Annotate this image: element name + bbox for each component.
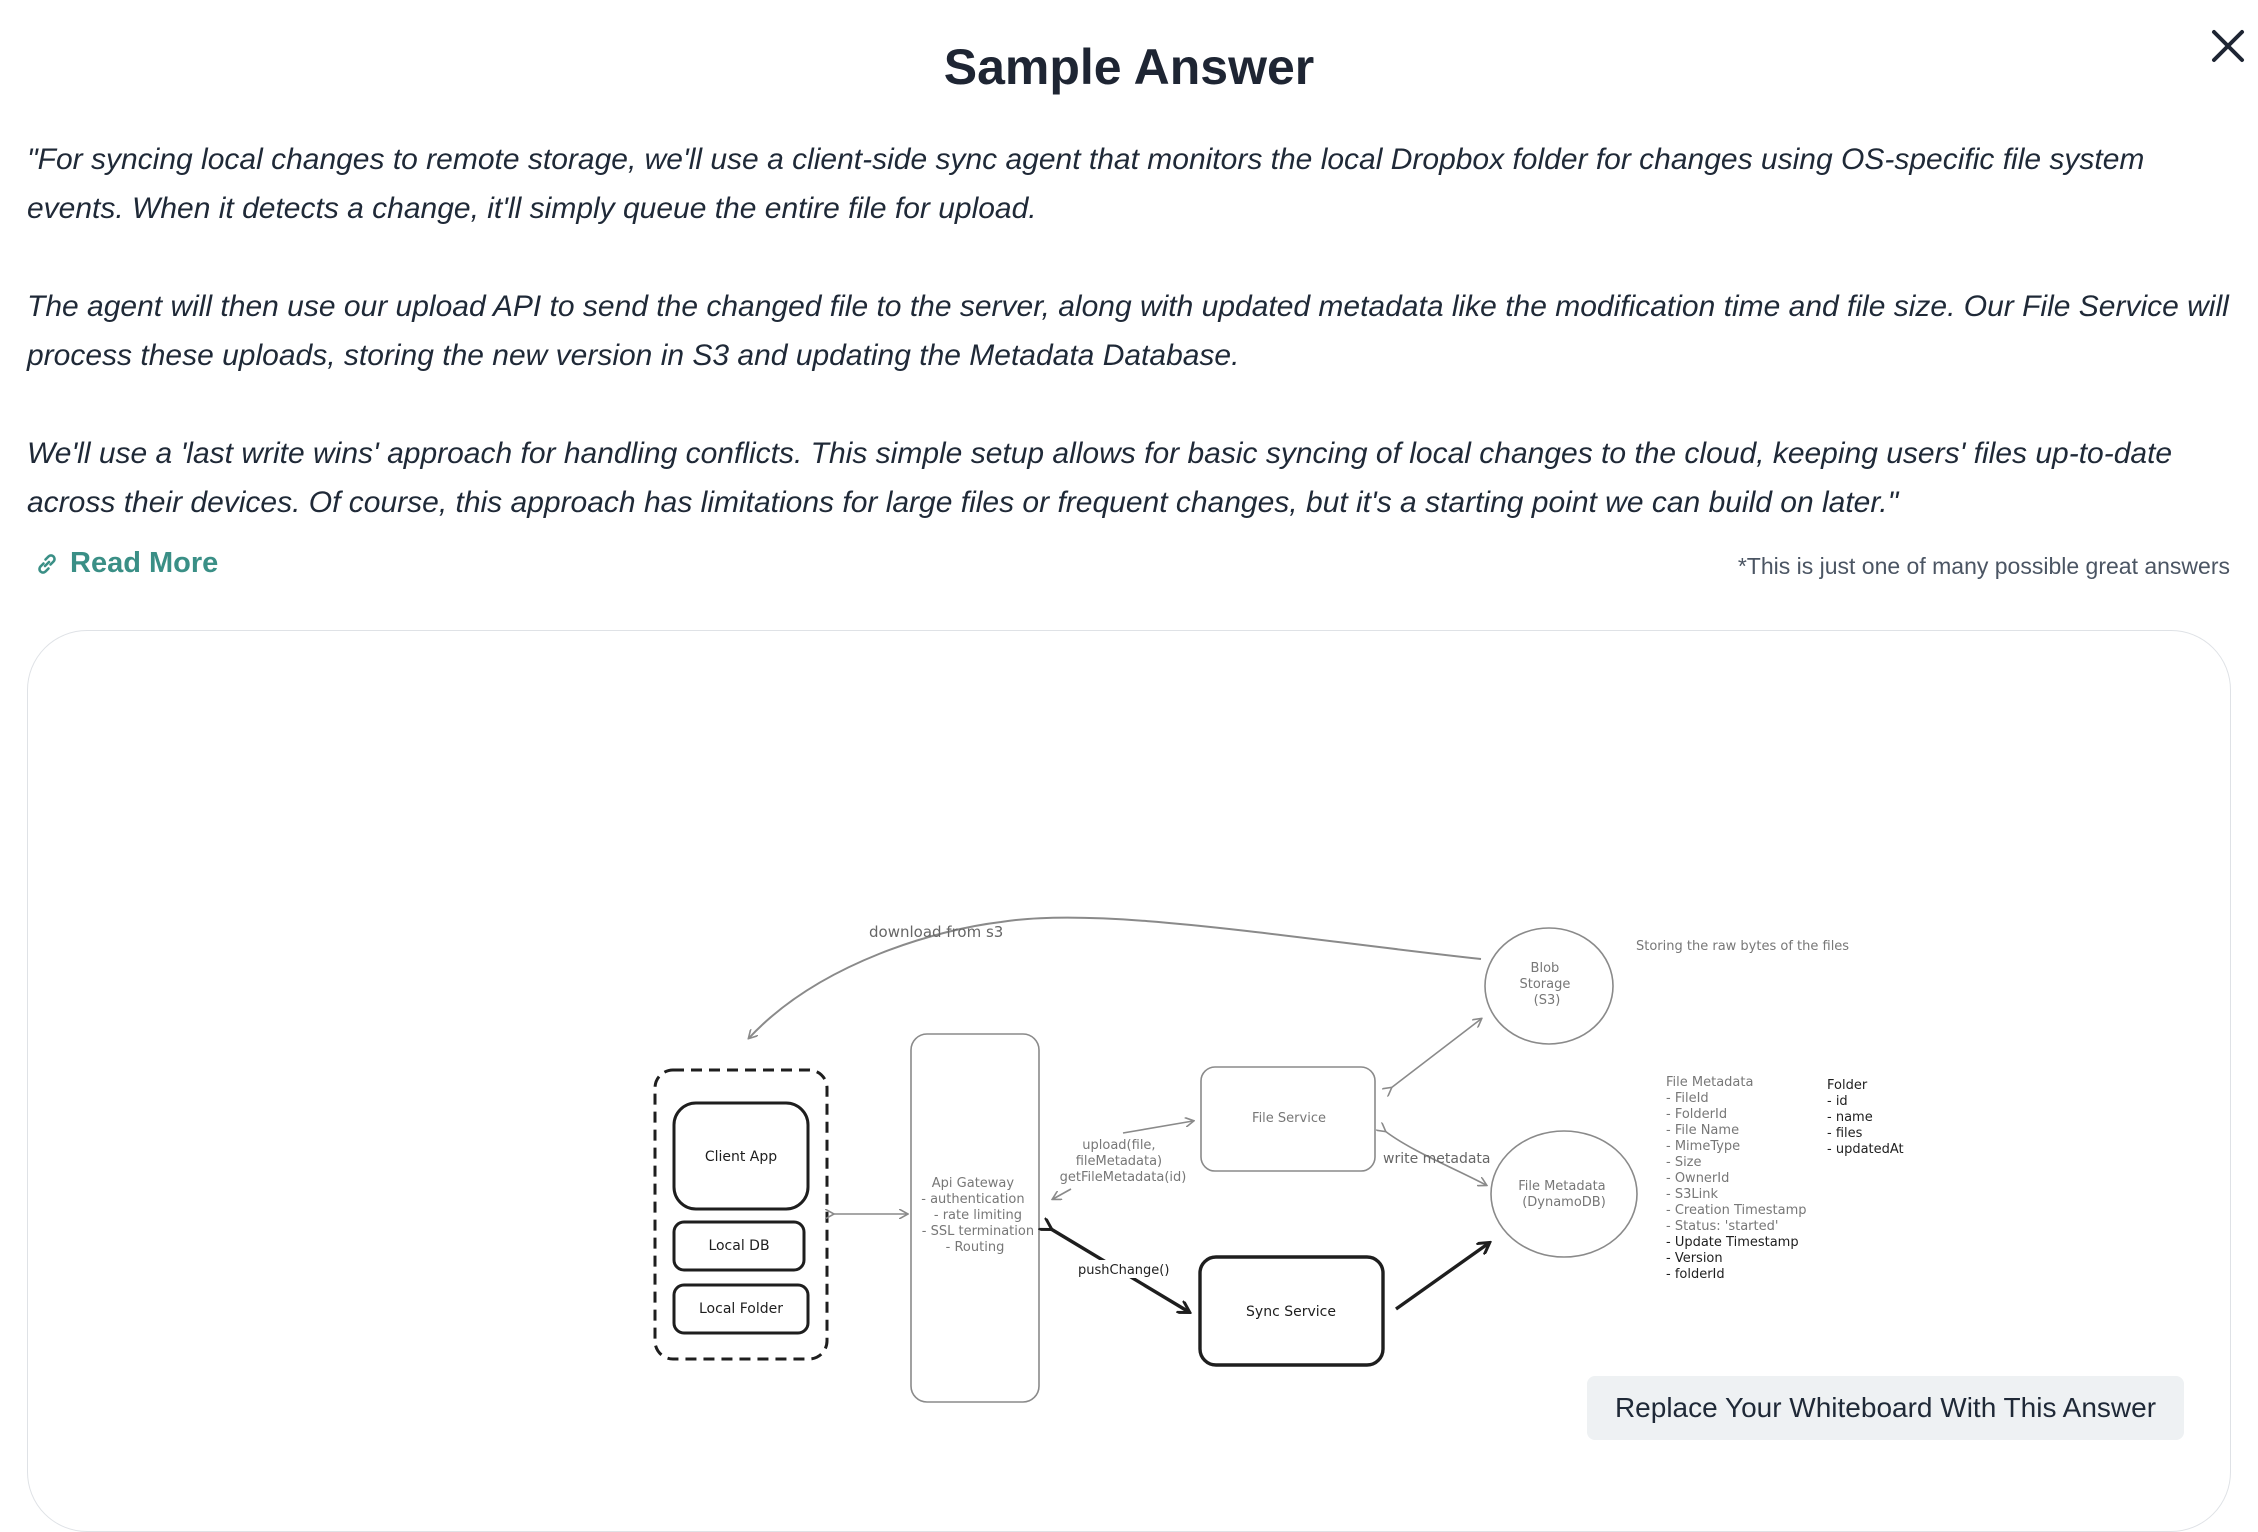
local-folder-label: Local Folder <box>699 1301 783 1317</box>
local-db-label: Local DB <box>708 1238 769 1254</box>
file-service-box <box>1200 1066 1376 1172</box>
blob-storage-label: Blob Storage (S3) <box>1519 961 1574 1008</box>
close-icon <box>2212 30 2244 62</box>
blob-storage-note: Storing the raw bytes of the files <box>1636 939 1849 954</box>
file-service-blob-arrow <box>1391 1019 1481 1088</box>
sync-service-label: Sync Service <box>1246 1304 1336 1320</box>
api-gateway-label: Api Gateway - authentication - rate limi… <box>921 1176 1038 1255</box>
file-metadata-fields-bold: - Update Timestamp - Version - folderId <box>1666 1235 1803 1282</box>
write-metadata-arrow <box>1385 1131 1486 1185</box>
metadata-return-arrow <box>1053 1188 1072 1199</box>
upload-label: upload(file, fileMetadata) getFileMetada… <box>1060 1138 1187 1185</box>
file-metadata-db-node <box>1490 1130 1638 1258</box>
link-icon <box>38 553 56 574</box>
client-app-label: Client App <box>705 1149 777 1165</box>
sync-metadata-arrow <box>1395 1243 1489 1311</box>
modal-title: Sample Answer <box>943 39 1315 95</box>
file-metadata-fields: File Metadata - FileId - FolderId - File… <box>1666 1075 1811 1234</box>
blob-storage-node <box>1484 927 1614 1045</box>
write-metadata-label: write metadata <box>1383 1151 1491 1167</box>
answer-paragraph: We'll use a 'last write wins' approach f… <box>27 437 2173 519</box>
file-service-label: File Service <box>1252 1111 1326 1126</box>
local-folder-box <box>672 1283 810 1335</box>
download-arrow <box>749 916 1482 1038</box>
local-db-box <box>672 1220 806 1272</box>
disclaimer-note: *This is just one of many possible great… <box>1737 553 2230 579</box>
replace-whiteboard-button[interactable]: Replace Your Whiteboard With This Answer <box>1587 1376 2184 1440</box>
upload-arrow <box>1122 1121 1193 1134</box>
download-label: download from s3 <box>869 923 1003 941</box>
architecture-diagram: Client App Local DB Local Folder Api Gat… <box>653 916 1904 1403</box>
client-app-box <box>672 1101 810 1211</box>
folder-fields: Folder - id - name - files - updatedAt <box>1827 1078 1904 1157</box>
answer-paragraph: The agent will then use our upload API t… <box>27 290 2229 372</box>
push-change-label: pushChange() <box>1078 1263 1169 1278</box>
read-more-label: Read More <box>70 547 219 579</box>
answer-text: "For syncing local changes to remote sto… <box>27 135 2237 576</box>
read-more-link[interactable]: Read More <box>34 547 218 580</box>
file-metadata-db-label: File Metadata (DynamoDB) <box>1518 1179 1610 1210</box>
close-button[interactable] <box>2208 26 2248 66</box>
sync-service-box <box>1198 1255 1385 1367</box>
answer-paragraph: "For syncing local changes to remote sto… <box>27 143 2145 225</box>
sample-answer-modal: Sample Answer "For syncing local changes… <box>27 26 2248 1532</box>
